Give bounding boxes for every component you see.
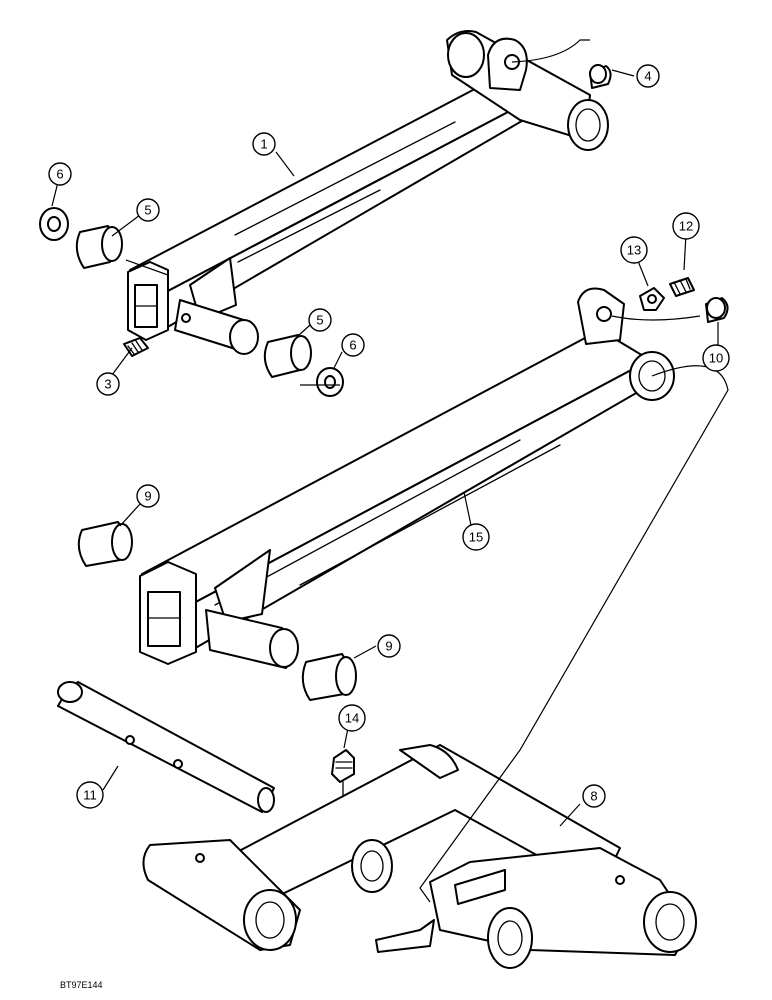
callout-4-label: 4	[644, 69, 651, 84]
callout-4: 4	[636, 64, 660, 88]
pivot-pin-part-11	[57, 681, 275, 813]
callout-13: 13	[620, 236, 648, 264]
nut-part-13	[639, 287, 665, 311]
callout-9-lower: 9	[377, 634, 401, 658]
bushing-part-10	[705, 297, 729, 323]
callout-15-label: 15	[469, 530, 483, 545]
figure-id: BT97E144	[60, 980, 103, 990]
callout-8: 8	[582, 784, 606, 808]
callout-9-upper-label: 9	[144, 489, 151, 504]
callout-12-label: 12	[679, 219, 693, 234]
callout-11-label: 11	[83, 788, 97, 803]
callout-1-label: 1	[260, 137, 267, 152]
washer-part-6-upper	[39, 207, 69, 241]
callout-14: 14	[338, 704, 366, 732]
callout-9-upper: 9	[136, 484, 160, 508]
callout-10: 10	[702, 344, 730, 372]
callout-6-lower-label: 6	[349, 338, 356, 353]
bushing-part-9-upper	[77, 521, 133, 567]
lower-arm-part-15	[139, 287, 675, 669]
callout-14-label: 14	[345, 711, 359, 726]
callout-5-upper: 5	[136, 198, 160, 222]
mount-frame-part-8	[142, 744, 697, 969]
set-screw-part-12	[669, 277, 695, 297]
callout-8-label: 8	[590, 789, 597, 804]
callout-3: 3	[96, 372, 120, 396]
callout-6-lower: 6	[341, 333, 365, 357]
callout-6-upper-label: 6	[56, 167, 63, 182]
bushing-part-5-lower	[263, 334, 312, 378]
callout-13-label: 13	[627, 243, 641, 258]
bushing-part-4	[589, 64, 612, 89]
grease-fitting-part-14	[331, 749, 355, 823]
washer-part-6-lower	[316, 367, 344, 397]
callout-10-label: 10	[709, 351, 723, 366]
callout-5-lower: 5	[308, 308, 332, 332]
callout-11: 11	[76, 781, 104, 809]
upper-arm-part-1	[127, 30, 609, 355]
callout-1: 1	[252, 132, 276, 156]
callout-5-lower-label: 5	[316, 313, 323, 328]
callout-12: 12	[672, 212, 700, 240]
bushing-part-5-upper	[75, 225, 123, 269]
callout-9-lower-label: 9	[385, 639, 392, 654]
callout-3-label: 3	[104, 377, 111, 392]
callout-5-upper-label: 5	[144, 203, 151, 218]
callout-15: 15	[462, 523, 490, 551]
bushing-part-9-lower	[301, 653, 357, 701]
callout-6-upper: 6	[48, 162, 72, 186]
